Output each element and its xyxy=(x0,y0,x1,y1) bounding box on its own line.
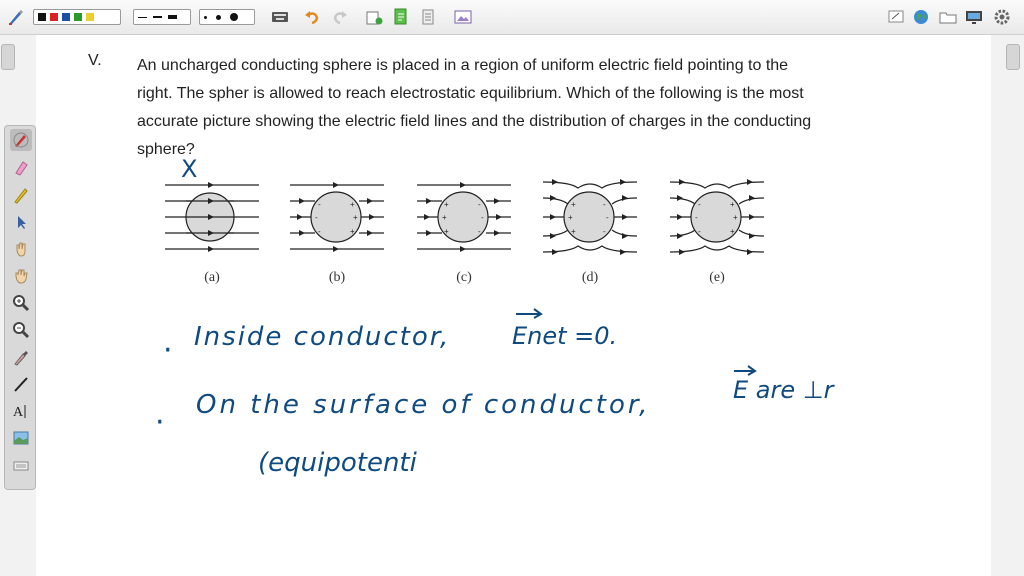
svg-text:+: + xyxy=(730,200,735,209)
new-page-icon[interactable] xyxy=(364,7,384,27)
globe-icon[interactable] xyxy=(911,7,931,27)
svg-text:-: - xyxy=(695,213,698,222)
figure-caption: (d) xyxy=(581,270,599,285)
svg-text:A: A xyxy=(13,405,24,420)
question-line: sphere? xyxy=(137,141,195,158)
tool-palette: A xyxy=(4,125,36,490)
dot-small-option[interactable] xyxy=(204,15,207,19)
svg-text:-: - xyxy=(603,227,606,236)
handwritten-formula-1: Enet =0. xyxy=(512,322,618,350)
color-red-swatch[interactable] xyxy=(50,13,58,21)
redo-icon[interactable] xyxy=(330,7,350,27)
line-width-group[interactable] xyxy=(133,9,191,25)
folder-icon[interactable] xyxy=(938,7,958,27)
question-line: accurate picture showing the electric fi… xyxy=(137,113,812,130)
svg-text:+: + xyxy=(444,200,449,209)
zoom-in-icon[interactable] xyxy=(10,292,32,314)
svg-text:-: - xyxy=(698,227,701,236)
right-scroll-handle[interactable] xyxy=(1006,44,1020,70)
color-yellow-swatch[interactable] xyxy=(86,13,94,21)
handwritten-line-1: Inside conductor, xyxy=(194,322,451,352)
question-number: V. xyxy=(88,52,102,69)
marker-tool-icon[interactable] xyxy=(10,184,32,206)
line-thin-option[interactable] xyxy=(138,16,147,18)
dot-medium-option[interactable] xyxy=(216,14,221,20)
whiteboard-canvas[interactable] xyxy=(36,35,991,576)
gallery-icon[interactable] xyxy=(452,7,474,27)
color-blue-swatch[interactable] xyxy=(62,13,70,21)
svg-text:+: + xyxy=(730,227,735,236)
bullet-dot: · xyxy=(163,333,173,368)
select-hand-icon[interactable] xyxy=(10,238,32,260)
undo-icon[interactable] xyxy=(302,7,322,27)
color-green-swatch[interactable] xyxy=(74,13,82,21)
left-scroll-handle[interactable] xyxy=(1,44,15,70)
svg-text:-: - xyxy=(606,213,609,222)
figure-e: --- +++ xyxy=(669,179,765,255)
eyedropper-icon[interactable] xyxy=(10,346,32,368)
image-tool-icon[interactable] xyxy=(10,427,32,449)
whiteboard-icon[interactable] xyxy=(886,7,906,27)
pointer-tool-icon[interactable] xyxy=(10,211,32,233)
handwritten-x-mark: X xyxy=(181,155,198,183)
color-black-swatch[interactable] xyxy=(38,13,46,21)
svg-text:+: + xyxy=(442,213,447,222)
line-tool-icon[interactable] xyxy=(10,373,32,395)
svg-text:+: + xyxy=(733,213,738,222)
screen-icon[interactable] xyxy=(964,7,984,27)
svg-text:+: + xyxy=(350,227,355,236)
svg-text:+: + xyxy=(568,213,573,222)
top-toolbar xyxy=(0,0,1024,35)
dot-large-option[interactable] xyxy=(230,13,238,21)
settings-gear-icon[interactable] xyxy=(992,7,1012,27)
page-list-icon[interactable] xyxy=(418,7,438,27)
figure-c: +++ --- xyxy=(417,182,511,252)
keyboard-tool-icon[interactable] xyxy=(10,454,32,476)
figure-caption: (b) xyxy=(328,270,346,285)
svg-text:+: + xyxy=(353,213,358,222)
figure-d: +++ --- xyxy=(542,179,638,255)
figure-b: --- +++ xyxy=(290,182,384,252)
bullet-dot: · xyxy=(155,405,165,440)
svg-text:-: - xyxy=(315,213,318,222)
copy-page-icon[interactable] xyxy=(390,7,410,27)
zoom-out-icon[interactable] xyxy=(10,319,32,341)
svg-text:-: - xyxy=(698,200,701,209)
handwritten-formula-2: E are ⊥r xyxy=(733,376,834,404)
svg-text:+: + xyxy=(571,227,576,236)
line-thick-option[interactable] xyxy=(168,15,177,19)
svg-text:-: - xyxy=(478,200,481,209)
figure-caption: (e) xyxy=(709,270,725,285)
handwritten-line-2: On the surface of conductor, xyxy=(196,390,651,420)
vector-arrow-icon xyxy=(734,365,757,376)
svg-text:-: - xyxy=(481,213,484,222)
highlighter-tool-icon[interactable] xyxy=(10,157,32,179)
pen-tool-icon[interactable] xyxy=(10,129,32,151)
text-tool-icon[interactable]: A xyxy=(10,400,32,422)
handwritten-line-3: (equipotenti xyxy=(258,448,417,478)
figure-caption: (a) xyxy=(204,270,220,285)
svg-text:+: + xyxy=(444,227,449,236)
vector-arrow-icon xyxy=(516,308,543,319)
pan-hand-icon[interactable] xyxy=(10,265,32,287)
svg-text:-: - xyxy=(478,227,481,236)
figure-caption: (c) xyxy=(456,270,472,285)
pen-settings-icon[interactable] xyxy=(6,7,26,27)
question-line: An uncharged conducting sphere is placed… xyxy=(137,57,789,74)
question-line: right. The spher is allowed to reach ele… xyxy=(137,85,804,102)
svg-text:-: - xyxy=(318,227,321,236)
svg-text:+: + xyxy=(571,200,576,209)
svg-text:-: - xyxy=(318,200,321,209)
svg-text:-: - xyxy=(603,200,606,209)
dot-size-group[interactable] xyxy=(199,9,255,25)
line-medium-option[interactable] xyxy=(153,16,162,18)
figure-a xyxy=(165,182,259,252)
question-text: An uncharged conducting sphere is placed… xyxy=(137,52,937,164)
svg-text:+: + xyxy=(350,200,355,209)
color-palette[interactable] xyxy=(33,9,121,25)
keyboard-icon[interactable] xyxy=(270,7,290,27)
